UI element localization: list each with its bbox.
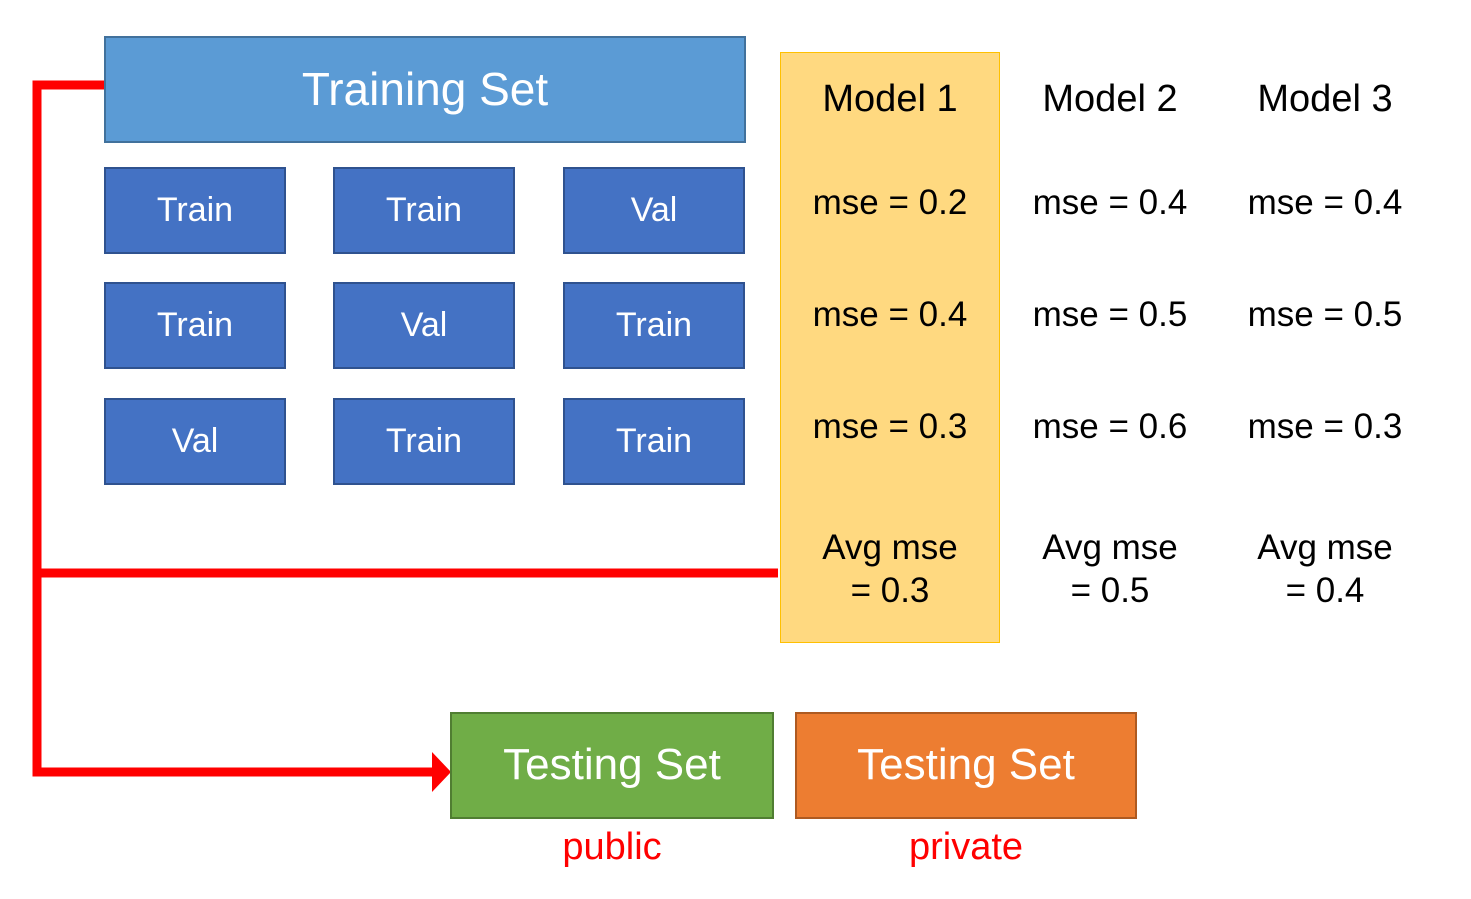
model-1-mse-fold-3: mse = 0.3 <box>812 407 968 447</box>
fold-cell-r2c1: Train <box>104 282 286 369</box>
model-2-mse-fold-3: mse = 0.6 <box>1032 407 1188 447</box>
training-set-box: Training Set <box>104 36 746 143</box>
model-3-header: Model 3 <box>1257 77 1393 120</box>
model-1-spacer <box>780 483 1000 496</box>
fold-cell-r3c2: Train <box>333 398 515 485</box>
testing-set-public-box: Testing Set <box>450 712 774 819</box>
model-2-mse-fold-2: mse = 0.5 <box>1032 294 1188 334</box>
fold-cell-r2c2: Val <box>333 282 515 369</box>
fold-cell-r1c3: Val <box>563 167 745 254</box>
model-3-mse-fold-2: mse = 0.5 <box>1247 294 1403 334</box>
testing-set-public-caption: public <box>562 826 662 868</box>
model-2-spacer <box>1000 483 1220 496</box>
model-1-highlight-panel <box>780 52 1000 643</box>
model-2-header: Model 2 <box>1042 77 1178 120</box>
model-3-mse-fold-3: mse = 0.3 <box>1247 407 1403 447</box>
testing-set-private-caption: private <box>908 826 1024 868</box>
model-2-avg-mse: Avg mse = 0.5 <box>1042 527 1178 611</box>
model-1-mse-fold-1: mse = 0.2 <box>812 182 968 222</box>
model-column-2: Model 2 mse = 0.4 mse = 0.5 mse = 0.6 Av… <box>1000 52 1220 643</box>
testing-set-private-box: Testing Set <box>795 712 1137 819</box>
model-2-mse-fold-1: mse = 0.4 <box>1032 182 1188 222</box>
fold-cell-r3c1: Val <box>104 398 286 485</box>
fold-cell-r1c1: Train <box>104 167 286 254</box>
model-column-3: Model 3 mse = 0.4 mse = 0.5 mse = 0.3 Av… <box>1215 52 1435 643</box>
model-1-mse-fold-2: mse = 0.4 <box>812 294 968 334</box>
model-3-avg-mse: Avg mse = 0.4 <box>1257 527 1393 611</box>
fold-cell-r1c2: Train <box>333 167 515 254</box>
model-3-mse-fold-1: mse = 0.4 <box>1247 182 1403 222</box>
fold-cell-r2c3: Train <box>563 282 745 369</box>
model-1-header: Model 1 <box>822 77 958 120</box>
model-1-avg-mse: Avg mse = 0.3 <box>822 527 958 611</box>
fold-cell-r3c3: Train <box>563 398 745 485</box>
model-column-1: Model 1 mse = 0.2 mse = 0.4 mse = 0.3 Av… <box>780 52 1000 643</box>
model-3-spacer <box>1215 483 1435 496</box>
